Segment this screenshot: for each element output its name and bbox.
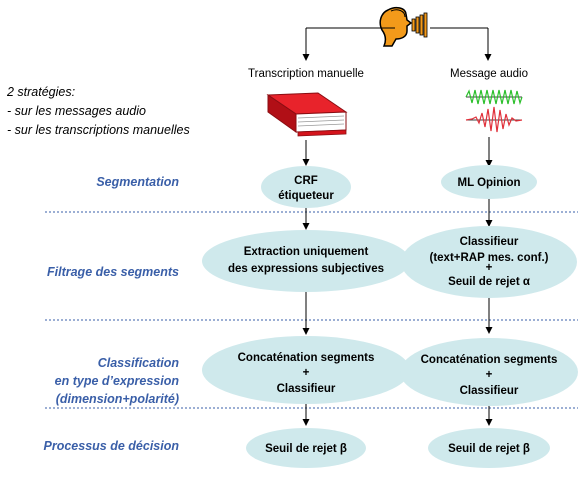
node-connectors <box>302 199 493 426</box>
stage-classification-line3: (dimension+polarité) <box>56 392 179 406</box>
speaker-head-icon <box>379 6 428 47</box>
ml-opinion-label: ML Opinion <box>457 177 520 189</box>
stage-classification-line1: Classification <box>98 356 180 370</box>
node-concat-right <box>400 338 578 406</box>
top-connectors <box>302 27 492 61</box>
node-classifieur-alpha <box>401 226 577 298</box>
strategy-transcriptions: - sur les transcriptions manuelles <box>7 123 190 137</box>
branch-label-transcription: Transcription manuelle <box>248 68 364 80</box>
extraction-line1: Extraction uniquement <box>244 246 369 258</box>
concat-left-line3: Classifieur <box>277 383 336 395</box>
stage-filtrage: Filtrage des segments <box>47 265 179 279</box>
waveform-icon <box>465 89 523 133</box>
crf-line1: CRF <box>294 175 318 187</box>
stage-segmentation: Segmentation <box>96 175 179 189</box>
classifieur-line2: (text+RAP mes. conf.) <box>430 252 549 264</box>
classifieur-line4: Seuil de rejet α <box>448 276 530 288</box>
concat-left-line2: + <box>303 367 310 379</box>
crf-line2: étiqueteur <box>278 190 334 202</box>
seuil-right-label: Seuil de rejet β <box>448 443 530 455</box>
book-icon <box>266 92 348 137</box>
classifieur-line1: Classifieur <box>460 236 519 248</box>
node-extraction <box>202 230 410 292</box>
icon-connectors <box>302 137 493 167</box>
stage-classification-line2: en type d’expression <box>55 374 180 388</box>
concat-right-line2: + <box>486 369 493 381</box>
strategy-audio: - sur les messages audio <box>7 104 146 118</box>
concat-right-line1: Concaténation segments <box>421 354 558 366</box>
strategies-title: 2 stratégies: <box>6 85 75 99</box>
stage-decision: Processus de décision <box>44 439 180 453</box>
node-crf <box>261 166 351 208</box>
extraction-line2: des expressions subjectives <box>228 263 384 275</box>
node-seuil-left <box>246 428 366 468</box>
classifieur-line3: + <box>486 262 493 274</box>
concat-left-line1: Concaténation segments <box>238 352 375 364</box>
branch-label-audio: Message audio <box>450 68 528 80</box>
node-ml-opinion <box>441 165 537 199</box>
concat-right-line3: Classifieur <box>460 385 519 397</box>
seuil-left-label: Seuil de rejet β <box>265 443 347 455</box>
node-seuil-right <box>428 428 550 468</box>
node-concat-left <box>202 336 410 404</box>
